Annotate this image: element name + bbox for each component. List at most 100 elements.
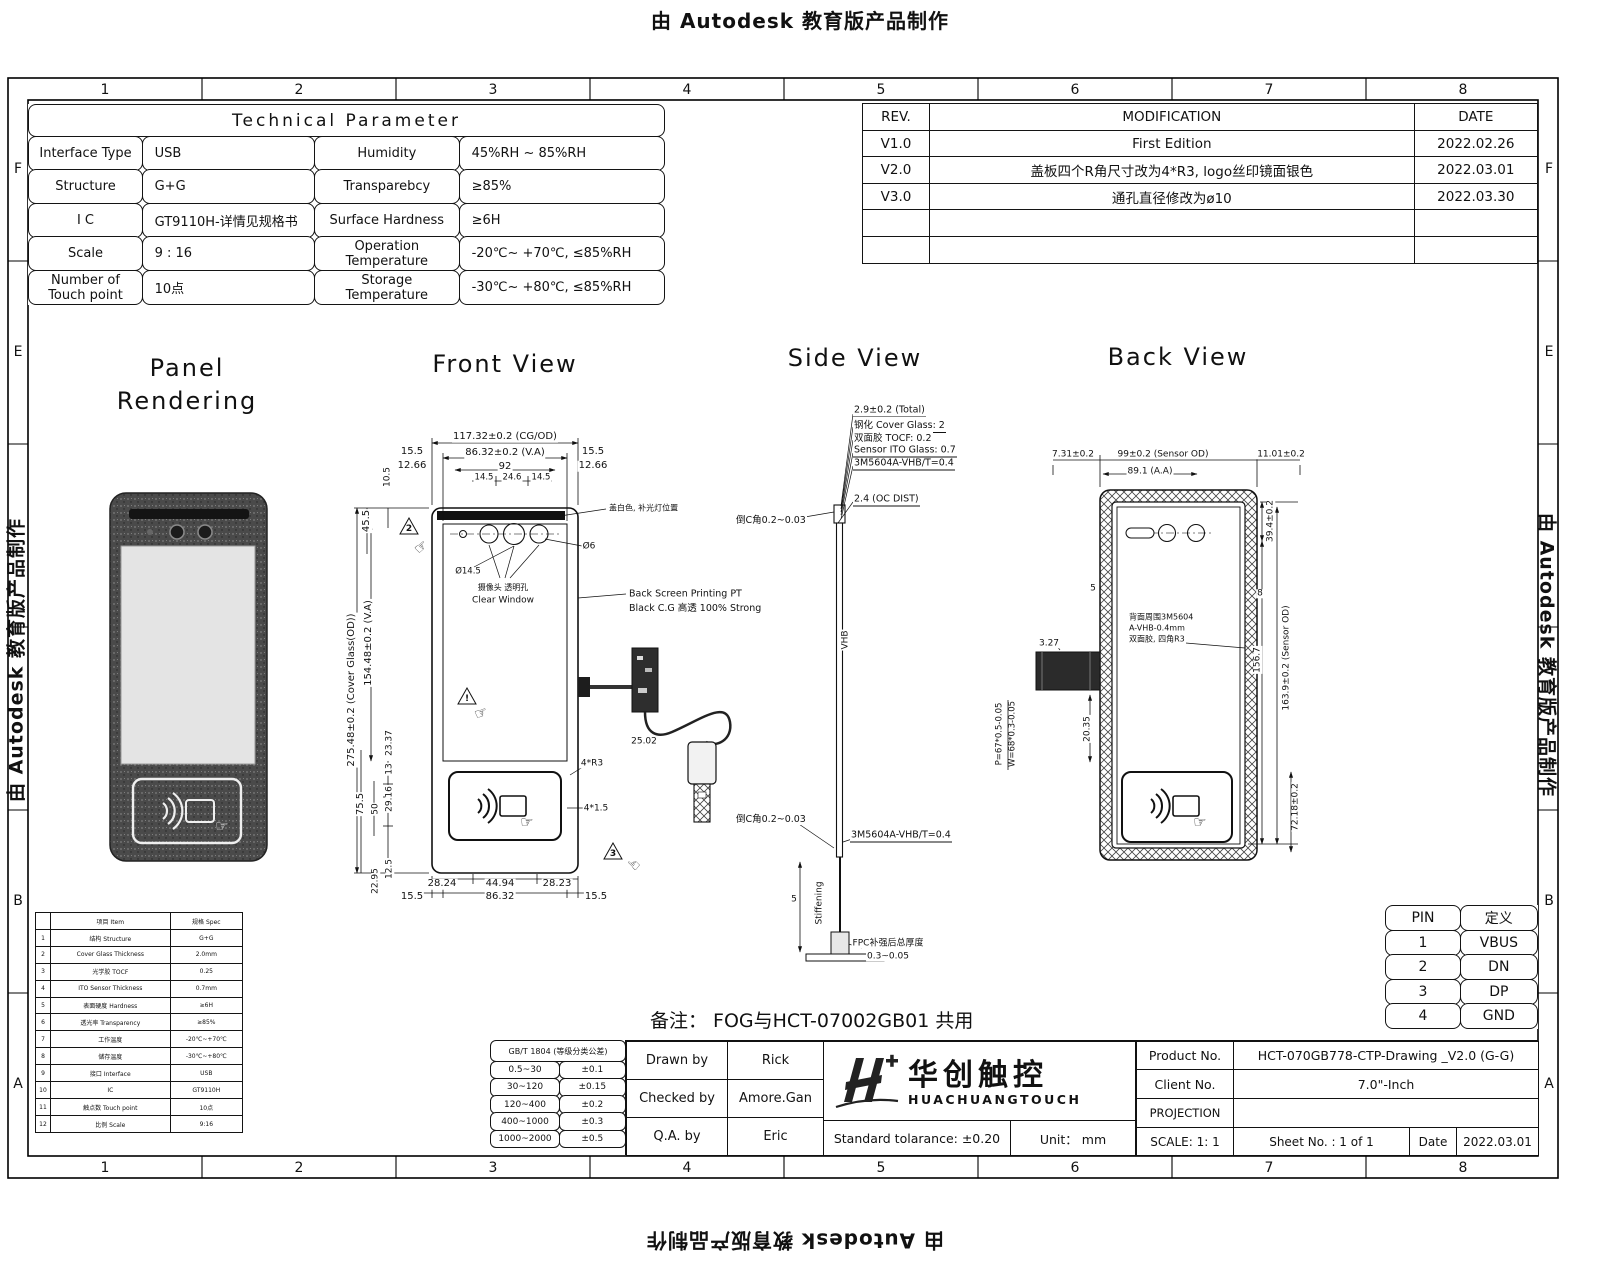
dim-label: 13 [384, 762, 395, 776]
scale: SCALE: 1: 1 [1136, 1127, 1234, 1156]
tolerance-table-title: GB/T 1804 (等级分类公差) [490, 1040, 626, 1062]
dim-label: 24.6 [501, 472, 523, 483]
projection-label: PROJECTION [1136, 1098, 1234, 1128]
table-cell [1413, 209, 1538, 238]
table-cell: Cover Glass Thickness [49, 945, 171, 965]
tech-table-title: Technical Parameter [28, 104, 665, 137]
table-cell: DN [1459, 954, 1538, 981]
grid-col-label: 7 [1264, 1160, 1274, 1176]
table-cell: 7 [35, 1030, 51, 1049]
side-view-title: Side View [787, 344, 923, 372]
table-cell: 透光率 Transparency [49, 1013, 171, 1032]
dim-label: 14.5 [530, 472, 552, 483]
dim-label: 3.27 [1037, 638, 1061, 649]
table-cell: ≥85% [169, 1013, 243, 1032]
dim-label: 22.95 [370, 867, 381, 895]
qa-by-value: Eric [727, 1117, 824, 1156]
dim-label: 12.66 [577, 459, 609, 472]
table-cell: 0.5~30 [490, 1060, 560, 1080]
back-view-graphic [1007, 455, 1301, 861]
front-view-title: Front View [432, 350, 578, 378]
panel-rendering-graphic [109, 492, 268, 862]
table-cell: VBUS [1459, 929, 1538, 956]
table-cell: V2.0 [862, 156, 930, 185]
table-cell: 6 [35, 1013, 51, 1032]
back-view-title: Back View [1107, 343, 1249, 371]
table-cell: ±0.5 [558, 1129, 626, 1149]
dim-label: 4*R3 [579, 758, 605, 769]
unit: Unit： mm [1010, 1120, 1136, 1156]
table-cell: 0.25 [169, 962, 243, 982]
client-no-value: 7.0"-Inch [1233, 1069, 1539, 1099]
table-cell: First Edition [928, 129, 1415, 158]
pointing-hand-icon: ☞ [520, 813, 534, 831]
product-no-value: HCT-070GB778-CTP-Drawing _V2.0 (G-G) [1233, 1041, 1539, 1070]
annotation: Black C.G 高透 100% Strong [628, 600, 763, 614]
dim-label: 15.5 [583, 890, 609, 903]
date-label: Date [1409, 1127, 1457, 1156]
table-cell: G+G [141, 169, 315, 205]
table-cell: USB [169, 1064, 243, 1083]
table-cell: IC [49, 1081, 171, 1100]
table-cell [1413, 236, 1538, 265]
annotation: FPC补强后总厚度 [851, 938, 925, 949]
table-cell: Surface Hardness [313, 202, 460, 238]
table-cell: 1 [1385, 929, 1461, 956]
dim-label: 12.66 [396, 459, 428, 472]
layer-label: 2.9±0.2 (Total) [853, 404, 926, 418]
table-cell [862, 209, 930, 238]
table-cell: 工作温度 [49, 1030, 171, 1049]
table-cell: 8 [35, 1047, 51, 1066]
table-cell [928, 236, 1415, 265]
company-logo: 华创触控 HUACHUANGTOUCH [823, 1041, 1136, 1121]
dim-label: Ø14.5 [454, 566, 482, 577]
table-cell: DATE [1413, 103, 1538, 131]
table-cell [928, 209, 1415, 238]
table-cell: 触点数 Touch point [49, 1097, 171, 1117]
annotation: 背面周围3M5604 [1128, 611, 1195, 623]
dim-label: 12.5 [384, 857, 395, 881]
layer-label: 3M5604A-VHB/T=0.4 [853, 457, 955, 471]
dim-label: 163.9±0.2 (Sensor OD) [1281, 604, 1292, 712]
table-cell: 9 : 16 [141, 236, 315, 272]
dim-label: 92 [497, 460, 513, 473]
dim-label: 5 [790, 894, 798, 905]
table-cell: 4 [1385, 1003, 1461, 1030]
table-cell: USB [141, 135, 315, 171]
table-cell: GT9110H-详情见规格书 [141, 202, 315, 238]
sheet-no: Sheet No. : 1 of 1 [1233, 1127, 1410, 1156]
table-cell: 2022.02.26 [1413, 129, 1538, 158]
grid-row-label: F [1544, 161, 1554, 177]
dim-label: 86.32±0.2 (V.A) [464, 446, 546, 459]
dim-label: 15.5 [580, 445, 606, 458]
checked-by-value: Amore.Gan [727, 1079, 824, 1118]
annotation: 摄像头 透明孔 [476, 582, 530, 593]
table-cell: -30℃~+80℃ [169, 1047, 243, 1066]
standard-tolerance: Standard tolarance: ±0.20 [823, 1120, 1011, 1156]
table-cell: ±0.3 [558, 1112, 626, 1132]
autodesk-banner-bottom: 由 Autodesk 教育版产品制作 [645, 1228, 945, 1253]
table-cell: 2022.03.30 [1413, 182, 1538, 211]
grid-col-label: 5 [876, 1160, 886, 1176]
table-row: 1000~2000±0.5 [490, 1129, 626, 1149]
grid-col-label: 7 [1264, 82, 1274, 98]
grid-row-label: A [13, 1076, 23, 1092]
grid-col-label: 5 [876, 82, 886, 98]
grid-col-label: 4 [682, 1160, 692, 1176]
grid-col-label: 2 [294, 82, 304, 98]
autodesk-banner-right: 由 Autodesk 教育版产品制作 [1535, 512, 1558, 798]
dim-label: 75.5 [354, 791, 367, 817]
table-cell: 定义 [1459, 905, 1538, 931]
dim-label: 29.16 [384, 785, 395, 813]
table-row: 120~400±0.2 [490, 1095, 626, 1114]
